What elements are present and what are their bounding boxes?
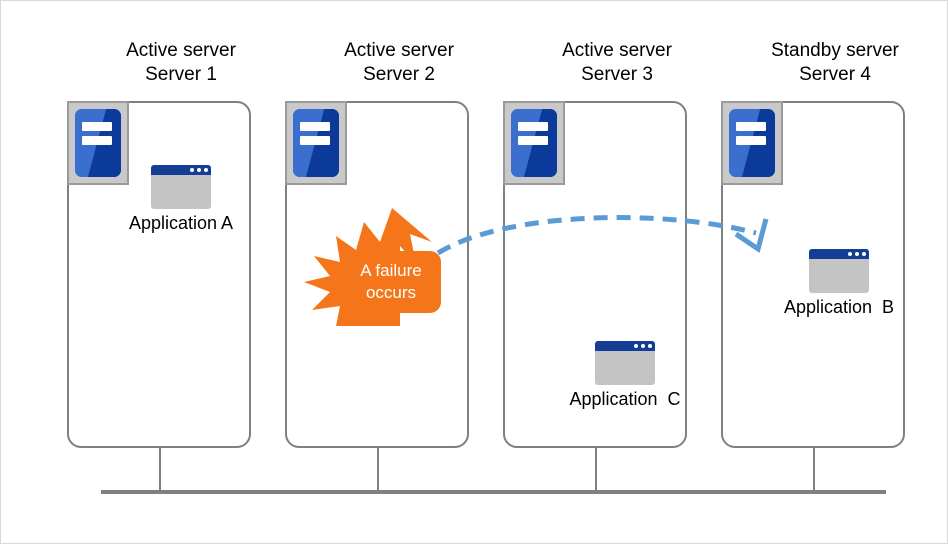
application-c[interactable]: Application C xyxy=(545,341,705,410)
network-drop-1 xyxy=(159,448,161,492)
failure-line-2: occurs xyxy=(365,283,417,302)
application-a[interactable]: Application A xyxy=(101,165,261,234)
server-name-3: Server 3 xyxy=(581,63,653,85)
failure-indicator[interactable]: A failure occurs xyxy=(296,206,456,326)
application-c-label: Application C xyxy=(569,389,681,409)
app-window-icon-a xyxy=(151,165,211,209)
server-header-3: Active server Server 3 xyxy=(507,39,727,87)
application-b[interactable]: Application B xyxy=(759,249,919,318)
server-name-2: Server 2 xyxy=(363,63,435,85)
network-drop-2 xyxy=(377,448,379,492)
server-tower-icon-1 xyxy=(67,101,129,185)
failure-message-box: A failure occurs xyxy=(341,251,441,313)
failure-line-1: A failure xyxy=(360,260,422,280)
app-window-icon-c xyxy=(595,341,655,385)
server-header-4: Standby server Server 4 xyxy=(725,39,945,87)
server-name-1: Server 1 xyxy=(145,63,217,85)
server-role-2: Active server xyxy=(344,40,454,61)
server-tower-icon-4 xyxy=(721,101,783,185)
server-role-4: Standby server xyxy=(771,40,899,61)
server-tower-icon-2 xyxy=(285,101,347,185)
network-bus-line xyxy=(101,490,886,494)
application-a-label: Application A xyxy=(128,213,234,233)
server-header-1: Active server Server 1 xyxy=(71,39,291,87)
network-drop-4 xyxy=(813,448,815,492)
server-role-1: Active server xyxy=(126,40,236,61)
app-window-icon-b xyxy=(809,249,869,293)
server-tower-icon-3 xyxy=(503,101,565,185)
server-header-2: Active server Server 2 xyxy=(289,39,509,87)
application-b-label: Application B xyxy=(783,297,895,317)
server-role-3: Active server xyxy=(562,40,672,61)
network-drop-3 xyxy=(595,448,597,492)
server-name-4: Server 4 xyxy=(799,63,871,85)
